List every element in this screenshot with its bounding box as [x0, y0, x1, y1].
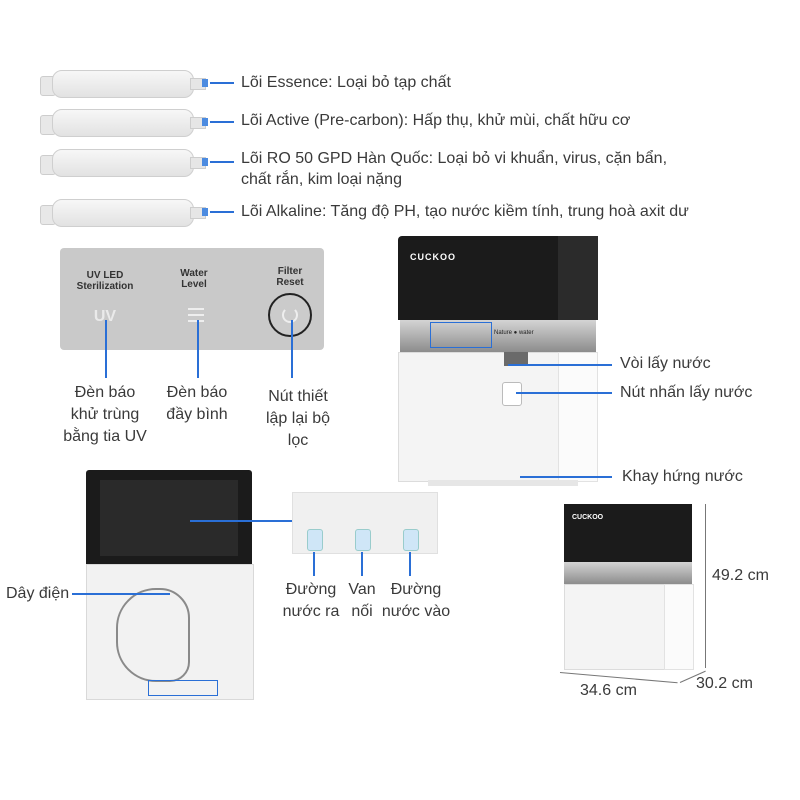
filter-ro-label-line2: chất rắn, kim loại nặng: [241, 171, 402, 188]
level-callout: Đèn báo đầy bình: [166, 384, 228, 423]
dispense-button[interactable]: [502, 382, 522, 406]
uv-callout: Đèn báo khử trùng bằng tia UV: [63, 384, 147, 445]
filter-reset-button[interactable]: [268, 293, 312, 337]
purifier-front-image: CUCKOO Nature ● water: [398, 236, 598, 486]
brand-logo-small: CUCKOO: [572, 514, 604, 521]
water-level-label-line2: Level: [181, 279, 207, 290]
depth-dimension: 30.2 cm: [696, 675, 753, 692]
filter-cartridge-image: [38, 107, 208, 137]
filter-cartridge-image: [38, 197, 208, 227]
uv-label-line2: Sterilization: [76, 281, 134, 292]
water-level-label-line1: Water: [180, 268, 208, 279]
outlet-callout: Đường nước ra: [282, 581, 340, 620]
tray-callout: Khay hứng nước: [622, 468, 743, 485]
tap-callout: Vòi lấy nước: [620, 355, 711, 372]
width-dimension: 34.6 cm: [580, 682, 637, 699]
filter-alkaline-label: Lõi Alkaline: Tăng độ PH, tạo nước kiềm …: [241, 203, 689, 220]
inlet-callout: Đường nước vào: [381, 581, 451, 620]
brand-logo: CUCKOO: [410, 252, 456, 262]
uv-indicator-icon: UV: [93, 308, 117, 325]
nature-badge: Nature ● water: [494, 330, 534, 336]
filter-active-label: Lõi Active (Pre-carbon): Hấp thụ, khử mù…: [241, 112, 631, 129]
purifier-back-image: [86, 470, 254, 700]
filter-essence-label: Lõi Essence: Loại bỏ tạp chất: [241, 74, 451, 91]
water-fittings-closeup: [292, 492, 438, 554]
control-panel-closeup: UV LED Sterilization UV Water Level Filt…: [60, 248, 324, 350]
filter-cartridge-image: [38, 68, 208, 98]
valve-callout: Van nối: [348, 581, 376, 620]
filter-ro-label-line1: Lõi RO 50 GPD Hàn Quốc: Loại bỏ vi khuẩn…: [241, 150, 668, 167]
button-callout: Nút nhấn lấy nước: [620, 384, 753, 401]
filter-reset-label-line2: Reset: [276, 277, 304, 288]
reset-icon: [282, 307, 298, 323]
power-cord-callout: Dây điện: [6, 585, 70, 602]
reset-callout: Nút thiết lập lại bộ lọc: [265, 388, 331, 449]
filter-reset-label-line1: Filter: [277, 266, 303, 277]
purifier-dimension-image: CUCKOO: [556, 504, 696, 672]
height-dimension: 49.2 cm: [712, 567, 769, 584]
uv-label-line1: UV LED: [86, 270, 124, 281]
filter-cartridge-image: [38, 147, 208, 177]
water-level-icon: [188, 308, 204, 322]
